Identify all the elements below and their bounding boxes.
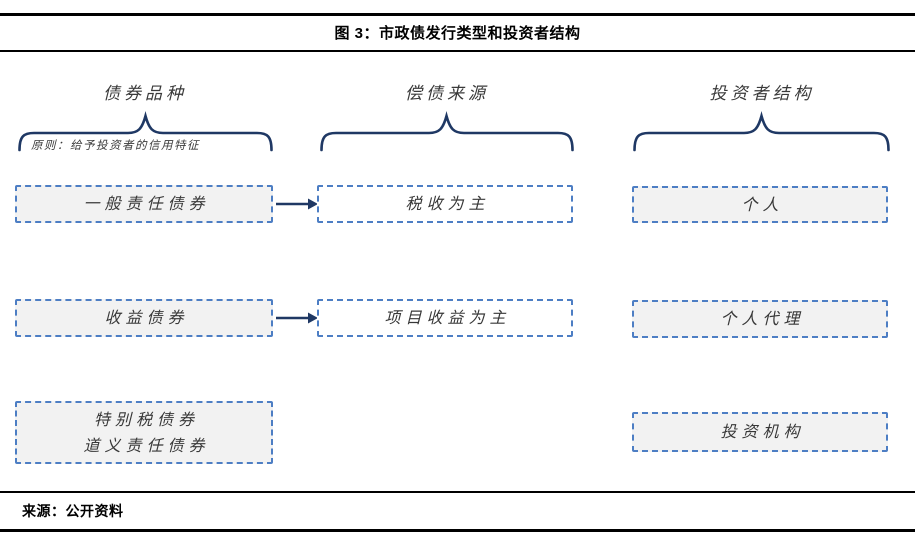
column-header-repayment-source: 偿债来源 — [405, 84, 489, 104]
brace-repayment-source — [320, 110, 574, 152]
node-general-obligation-bond: 一般责任债券 — [15, 185, 273, 223]
node-label-line1: 特别税债券 — [93, 409, 199, 429]
source-top-rule — [0, 491, 915, 493]
node-tax-revenue-main: 税收为主 — [317, 185, 573, 223]
column-header-investor-structure: 投资者结构 — [709, 84, 815, 104]
column-header-bond-type: 债券品种 — [103, 84, 187, 104]
bond-type-note: 原则：给予投资者的信用特征 — [31, 138, 200, 152]
arrow-right-icon — [275, 196, 319, 212]
node-special-tax-moral-obligation-bond: 特别税债券 道义责任债券 — [15, 401, 273, 464]
node-label: 收益债券 — [104, 308, 189, 327]
node-label: 个人 — [741, 194, 784, 214]
brace-investor-structure — [633, 110, 890, 152]
node-label: 税收为主 — [405, 194, 490, 213]
figure-source: 来源：公开资料 — [22, 503, 124, 519]
top-rule — [0, 13, 915, 16]
node-label: 一般责任债券 — [83, 194, 210, 213]
node-investment-institution: 投资机构 — [632, 412, 888, 452]
node-label: 个人代理 — [720, 309, 805, 328]
bottom-rule — [0, 529, 915, 532]
brace-bond-type — [18, 110, 273, 152]
node-label-line2: 道义责任债券 — [83, 435, 210, 455]
node-revenue-bond: 收益债券 — [15, 299, 273, 337]
node-individual: 个人 — [632, 186, 888, 223]
node-label: 项目收益为主 — [384, 308, 511, 327]
node-project-revenue-main: 项目收益为主 — [317, 299, 573, 337]
node-individual-agent: 个人代理 — [632, 300, 888, 338]
node-label: 投资机构 — [720, 422, 805, 441]
arrow-right-icon — [275, 310, 319, 326]
figure-title: 图 3：市政债发行类型和投资者结构 — [334, 25, 581, 42]
title-bottom-rule — [0, 50, 915, 52]
